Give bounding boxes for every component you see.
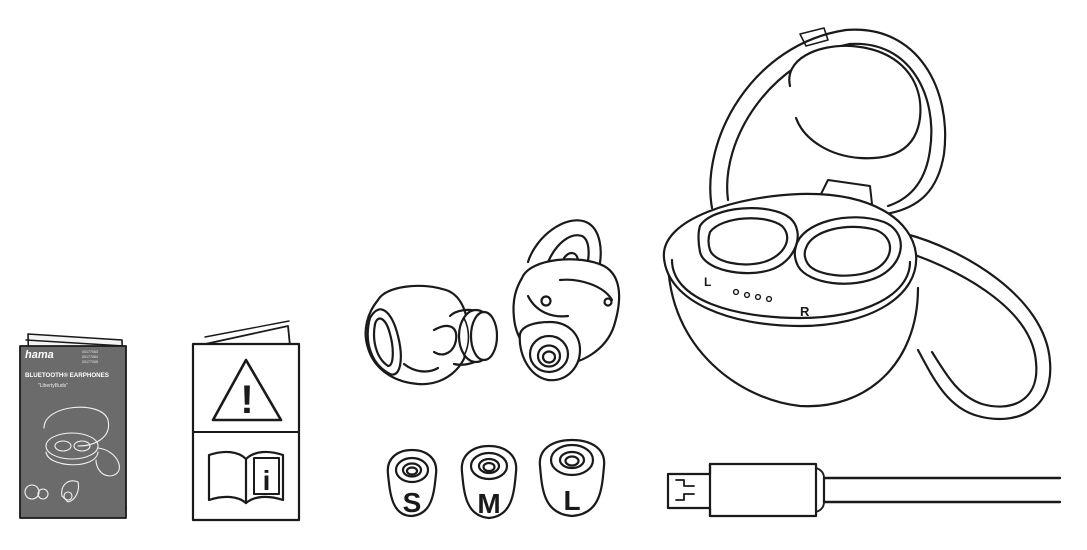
ear-tip-size-m: M [477, 488, 500, 519]
case-right-label: R [800, 304, 810, 319]
ear-tip-medium: M [460, 444, 518, 520]
usb-cable [666, 462, 1062, 518]
case-lanyard [904, 232, 1052, 421]
manual-code-1: 00177063 [82, 350, 98, 354]
ear-tip-small: S [386, 448, 438, 518]
left-earbud [364, 284, 499, 386]
manual-title: BLUETOOTH® EARPHONES [25, 372, 109, 379]
warning-triangle-icon [211, 358, 283, 422]
case-left-cavity [697, 207, 799, 275]
read-manual-icon: i [207, 450, 285, 505]
safety-leaflet: ! i [191, 320, 301, 522]
warning-exclamation: ! [240, 378, 253, 422]
info-symbol: i [263, 465, 271, 496]
manual-code-2: 00177064 [82, 355, 98, 359]
operating-manual: hama 00177063 00177064 00177065 BLUETOOT… [19, 333, 127, 519]
ear-tip-size-l: L [563, 485, 580, 516]
manual-code-3: 00177065 [82, 360, 98, 364]
manual-brand: hama [25, 349, 54, 361]
usb-connector [666, 462, 818, 518]
ear-tip-size-s: S [403, 487, 422, 518]
manual-cover [19, 345, 127, 519]
case-left-label: L [704, 275, 711, 289]
manual-subtitle: "LibertyBuds" [38, 383, 68, 389]
right-earbud [512, 219, 621, 382]
ear-tips: S M L [386, 438, 606, 520]
manual-cover-illustration [24, 406, 120, 503]
case-battery-indicator-leds [732, 288, 773, 303]
ear-tip-large: L [538, 438, 606, 518]
charging-case: L R [662, 27, 1052, 421]
